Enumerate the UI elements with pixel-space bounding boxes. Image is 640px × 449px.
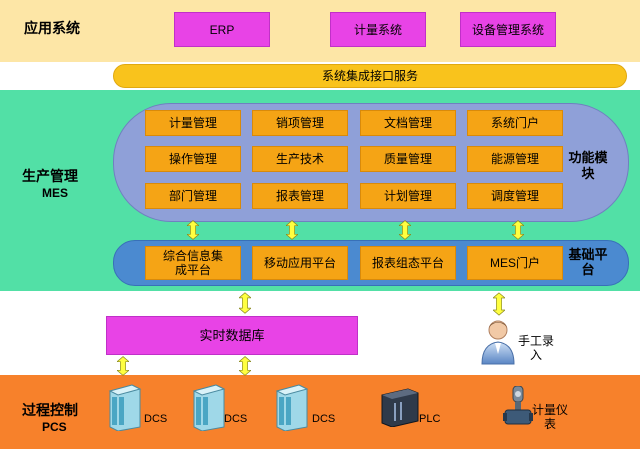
function-module-label: 部门管理 [168,189,217,203]
function-module-label: 系统门户 [490,116,539,130]
function-module-box: 销项管理 [252,110,348,136]
pcs-layer-label: 过程控制 PCS [22,402,78,436]
function-module-label: 销项管理 [275,116,324,130]
double-arrow-icon [187,220,199,240]
erp-box: ERP [174,12,270,47]
double-arrow-icon [399,220,411,240]
realtime-database-box: 实时数据库 [106,316,358,355]
mes-label-line1: 生产管理 [22,168,78,184]
pcs-label-line2: PCS [42,420,67,434]
double-arrow-icon [493,292,505,316]
double-arrow-icon [512,220,524,240]
function-module-label: 文档管理 [383,116,432,130]
double-arrow-icon [239,356,251,376]
platform-report-label: 报表组态平台 [371,256,444,270]
metering-system-label: 计量系统 [353,22,402,37]
pcs-layer-band [0,375,640,449]
dcs-cabinet-icon-3 [275,384,309,431]
function-module-label: 能源管理 [490,152,539,166]
platform-portal-box: MES门户 [467,246,563,280]
platform-mobile-label: 移动应用平台 [263,256,336,270]
function-module-box: 计划管理 [360,183,456,209]
dcs-label-1: DCS [144,413,168,425]
function-module-label: 操作管理 [168,152,217,166]
function-module-label: 报表管理 [275,189,324,203]
interface-service-label: 系统集成接口服务 [321,69,418,83]
erp-label: ERP [209,22,235,37]
dcs-cabinet-icon-2 [192,384,226,431]
function-module-label: 计划管理 [383,189,432,203]
realtime-database-label: 实时数据库 [199,327,265,343]
function-module-box: 质量管理 [360,146,456,172]
plc-icon [381,388,419,427]
function-module-box: 操作管理 [145,146,241,172]
metering-system-box: 计量系统 [330,12,426,47]
interface-service-bar: 系统集成接口服务 [113,64,627,88]
function-modules-label: 功能模块 [568,150,608,181]
double-arrow-icon [286,220,298,240]
platform-label: 基础平台 [568,247,608,277]
function-module-box: 计量管理 [145,110,241,136]
function-module-label: 生产技术 [275,152,324,166]
manual-input-label: 手工录入 [518,334,555,362]
platform-report-box: 报表组态平台 [360,246,456,280]
function-module-box: 调度管理 [467,183,563,209]
equipment-management-label: 设备管理系统 [471,22,544,37]
function-module-box: 部门管理 [145,183,241,209]
double-arrow-icon [117,356,129,376]
meter-icon [503,386,533,425]
mes-label-line2: MES [42,186,69,200]
mes-layer-label: 生产管理 MES [22,168,78,202]
function-module-box: 能源管理 [467,146,563,172]
function-module-label: 计量管理 [168,116,217,130]
platform-portal-label: MES门户 [489,256,540,270]
platform-mobile-box: 移动应用平台 [252,246,348,280]
function-module-box: 生产技术 [252,146,348,172]
double-arrow-icon [239,292,251,314]
application-layer-label: 应用系统 [24,20,80,36]
person-icon [481,320,515,365]
equipment-management-box: 设备管理系统 [460,12,556,47]
plc-label: PLC [419,413,441,425]
function-module-box: 系统门户 [467,110,563,136]
platform-integration-box: 综合信息集成平台 [145,246,241,280]
function-module-label: 调度管理 [490,189,539,203]
function-module-box: 报表管理 [252,183,348,209]
function-module-label: 质量管理 [383,152,432,166]
dcs-label-3: DCS [312,413,336,425]
pcs-label-line1: 过程控制 [22,402,78,418]
dcs-cabinet-icon-1 [108,384,142,431]
dcs-label-2: DCS [224,413,248,425]
platform-integration-label: 综合信息集成平台 [162,249,223,277]
meter-label: 计量仪表 [531,403,568,431]
function-module-box: 文档管理 [360,110,456,136]
